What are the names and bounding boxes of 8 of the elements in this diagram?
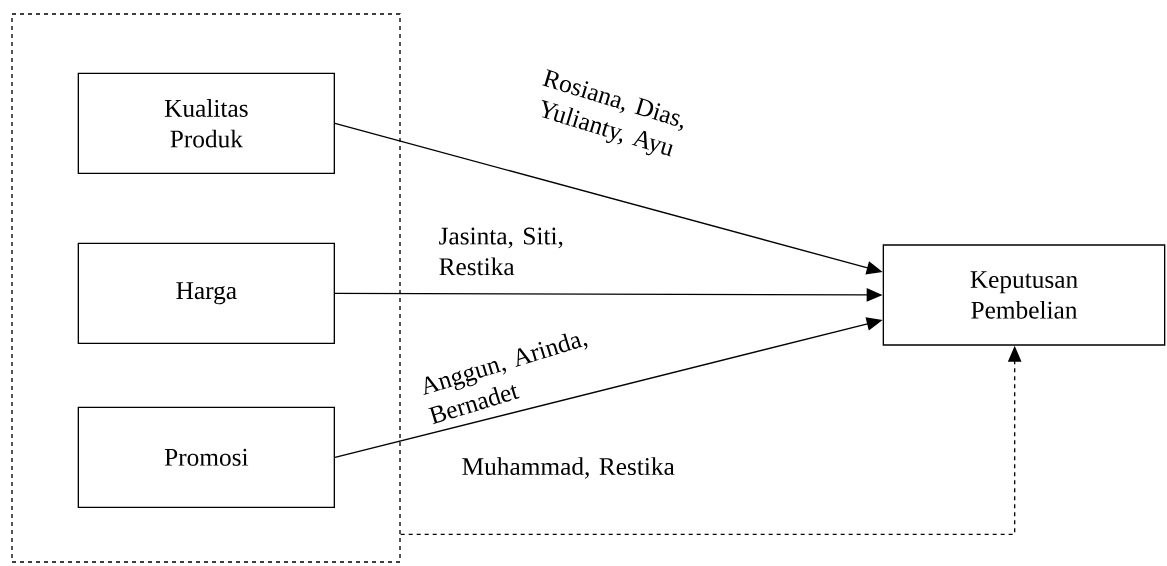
group-frame [11, 13, 401, 563]
process-box: Harga [77, 242, 335, 344]
edge-label: Muhammad, Restika [462, 457, 675, 479]
process-box: Kualitas Produk [77, 72, 335, 174]
process-box: Keputusan Pembelian [882, 244, 1166, 346]
edge-label: Anggun, Arinda, Bernadet [423, 333, 588, 425]
process-box: Promosi [77, 406, 335, 508]
edge-label: Jasinta, Siti, Restika [439, 227, 563, 276]
